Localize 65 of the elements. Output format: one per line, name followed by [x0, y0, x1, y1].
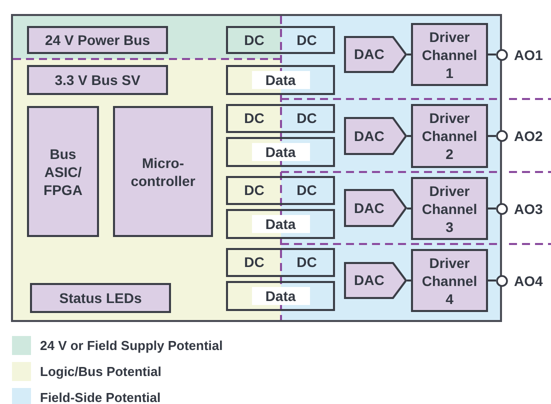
output-terminal: [496, 48, 508, 60]
converter-label: DC: [244, 109, 264, 128]
block-label: Driver Channel 3: [421, 182, 478, 236]
output-terminal: [496, 130, 508, 142]
dac-block: [344, 189, 407, 227]
isolator-label: Data: [252, 71, 310, 89]
dc-dc-converter: [226, 248, 335, 277]
dac-block: [344, 262, 407, 299]
function-block: [30, 283, 171, 313]
connector-line: [407, 280, 411, 282]
terminal-label: AO1: [514, 46, 543, 64]
isolator-label: Data: [252, 143, 310, 161]
dc-dc-converter: [226, 176, 335, 205]
legend-text: Logic/Bus Potential: [40, 363, 162, 381]
block-label: Micro-controller: [130, 154, 196, 190]
block-label: 24 V Power Bus: [44, 31, 150, 49]
converter-label: DC: [296, 181, 317, 200]
isolator-label: Data: [252, 287, 310, 305]
data-isolator: [226, 209, 335, 239]
dac-block: [344, 117, 407, 155]
connector-line: [407, 208, 411, 210]
legend-text: 24 V or Field Supply Potential: [40, 337, 223, 355]
converter-label: DC: [296, 30, 317, 50]
function-block: [27, 65, 168, 95]
dac-block: [344, 36, 407, 73]
dc-dc-converter: [226, 104, 335, 133]
dac-label: DAC: [354, 126, 384, 146]
data-isolator: [226, 137, 335, 167]
function-block: [27, 106, 99, 237]
driver-channel-block: [411, 104, 488, 168]
dc-dc-converter: [226, 26, 335, 54]
terminal-label: AO3: [514, 200, 543, 218]
connector-line: [488, 135, 496, 137]
terminal-label: AO4: [514, 272, 543, 290]
block-label: Status LEDs: [59, 289, 142, 307]
block-label: 3.3 V Bus SV: [54, 71, 140, 89]
dac-label: DAC: [354, 271, 384, 290]
terminal-label: AO2: [514, 127, 543, 146]
dac-label: DAC: [354, 198, 384, 218]
function-block: [113, 106, 213, 237]
function-block: [27, 26, 168, 54]
converter-label: DC: [296, 253, 317, 272]
block-label: Driver Channel 4: [421, 254, 478, 308]
output-terminal: [496, 274, 508, 286]
block-label: Bus ASIC/ FPGA: [42, 144, 84, 198]
converter-label: DC: [296, 109, 317, 128]
converter-label: DC: [244, 181, 264, 200]
driver-channel-block: [411, 23, 488, 86]
connector-line: [407, 54, 411, 56]
converter-label: DC: [244, 30, 264, 50]
block-label: Driver Channel 2: [421, 109, 478, 163]
connector-line: [488, 208, 496, 210]
isolator-label: Data: [252, 215, 310, 233]
legend-text: Field-Side Potential: [40, 389, 161, 404]
driver-channel-block: [411, 249, 488, 312]
connector-line: [488, 280, 496, 282]
block-label: Driver Channel 1: [421, 28, 478, 82]
driver-channel-block: [411, 177, 488, 240]
dac-label: DAC: [354, 45, 384, 64]
data-isolator: [226, 281, 335, 311]
connector-line: [407, 135, 411, 137]
output-terminal: [496, 202, 508, 214]
connector-line: [488, 54, 496, 56]
data-isolator: [226, 65, 335, 95]
converter-label: DC: [244, 253, 264, 272]
